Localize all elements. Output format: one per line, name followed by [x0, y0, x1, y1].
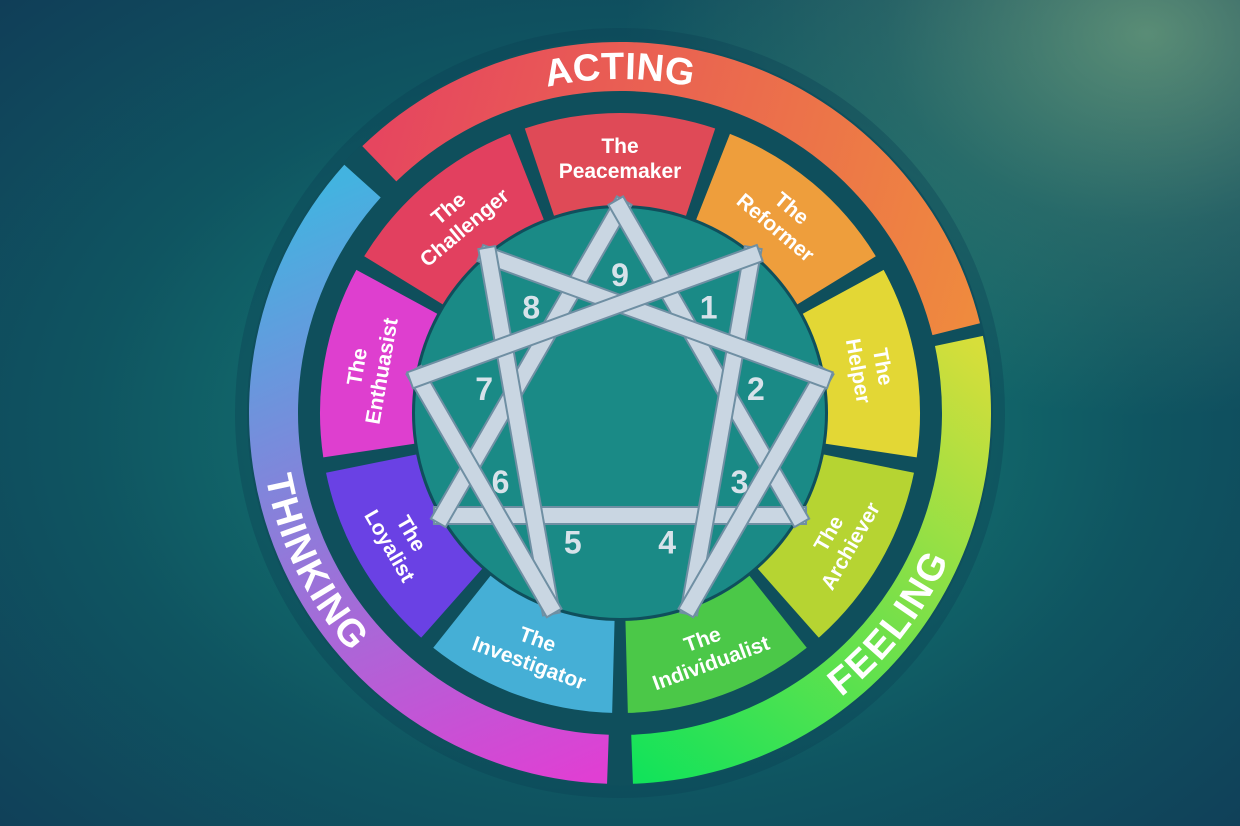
segment-individualist	[625, 575, 807, 713]
point-number-4: 4	[658, 525, 676, 561]
segment-label-peacemaker: Peacemaker	[559, 160, 682, 183]
segment-loyalist	[326, 454, 483, 638]
segment-enthuasist	[319, 269, 438, 458]
hexad-line	[478, 246, 832, 388]
point-number-7: 7	[475, 371, 493, 407]
group-band-acting	[362, 42, 980, 336]
point-numbers: 9 1 2 3 4 5 6 7 8	[475, 257, 765, 561]
segment-peacemaker	[524, 112, 716, 216]
enneagram-star	[405, 195, 835, 619]
hexad-line	[681, 247, 761, 615]
hexad-line	[407, 367, 561, 616]
segment-label-the: The	[601, 135, 638, 158]
point-number-1: 1	[700, 289, 718, 325]
point-number-2: 2	[747, 371, 765, 407]
point-number-5: 5	[564, 525, 582, 561]
segment-archiever	[757, 454, 914, 638]
group-band-thinking	[248, 164, 609, 784]
point-number-9: 9	[611, 257, 629, 293]
segment-challenger	[364, 133, 544, 305]
segment-reformer	[696, 133, 876, 305]
point-number-3: 3	[731, 464, 749, 500]
segment-helper	[802, 269, 920, 458]
hexad-line	[479, 247, 559, 615]
hexad-line	[679, 367, 833, 616]
point-number-6: 6	[492, 464, 510, 500]
point-number-8: 8	[522, 289, 540, 325]
group-label-acting: ACTING	[541, 46, 699, 96]
inner-ring: ThePeacemakerTheReformerTheHelperTheArch…	[319, 112, 920, 713]
segment-investigator	[433, 575, 615, 713]
hexad-line	[408, 246, 762, 388]
group-band-feeling	[631, 335, 991, 784]
